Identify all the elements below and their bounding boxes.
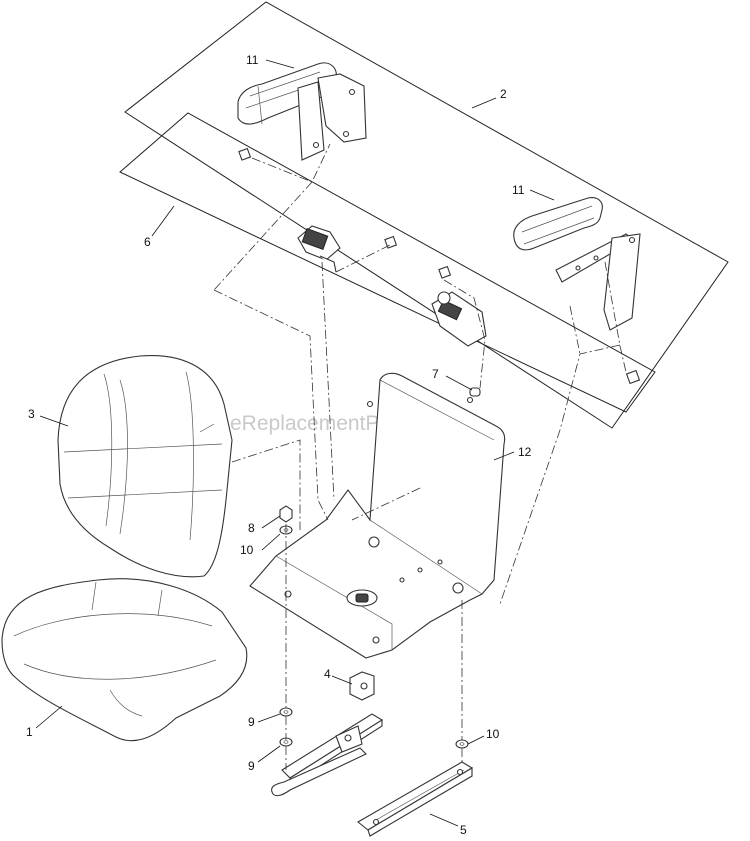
leader-line <box>265 59 295 69</box>
leader-line <box>257 713 281 723</box>
armrest-kit-plane <box>124 1 729 429</box>
nut-8 <box>279 505 293 523</box>
leader-line <box>261 515 281 529</box>
bolt-7 <box>469 387 481 397</box>
callout-1: 1 <box>26 725 33 739</box>
right-seat-belt <box>431 291 487 347</box>
leader-line <box>151 205 175 237</box>
washer-9-upper <box>279 707 293 717</box>
leader-line <box>35 705 63 729</box>
leader-line <box>331 675 353 685</box>
washer-10-lower <box>455 739 469 749</box>
leader-line <box>493 451 515 461</box>
left-belt-bolt <box>384 235 398 249</box>
callout-9-upper: 9 <box>248 715 255 729</box>
callout-9-lower: 9 <box>248 759 255 773</box>
leader-line <box>429 813 459 827</box>
right-armrest-nut <box>625 369 641 385</box>
bracket <box>349 671 375 701</box>
leader-line <box>445 375 473 391</box>
leader-line <box>471 97 497 109</box>
callout-10-upper: 10 <box>240 543 254 557</box>
callout-2: 2 <box>500 87 507 101</box>
seat-slide-left <box>271 713 384 797</box>
callout-12: 12 <box>518 445 532 459</box>
assembly-line <box>443 279 486 389</box>
assembly-line <box>213 143 331 521</box>
callout-10-lower: 10 <box>486 727 500 741</box>
right-belt-bolt <box>438 265 452 279</box>
left-armrest-nut <box>238 147 252 161</box>
callout-3: 3 <box>28 407 35 421</box>
assembly-line <box>499 261 627 605</box>
right-armrest <box>513 197 641 331</box>
leader-line <box>257 745 281 763</box>
callout-8: 8 <box>248 521 255 535</box>
callout-11-right: 11 <box>512 183 525 197</box>
seat-bottom-cushion <box>1 578 248 742</box>
leader-line <box>467 735 485 745</box>
seat-pan <box>249 372 506 659</box>
leader-line <box>529 189 555 201</box>
assembly-line <box>321 243 393 501</box>
callout-7: 7 <box>432 367 439 381</box>
assembly-line <box>231 439 421 530</box>
leader-line <box>39 415 69 427</box>
callout-4: 4 <box>324 667 331 681</box>
callout-6: 6 <box>144 235 151 249</box>
callout-11-left: 11 <box>246 53 259 67</box>
leader-line <box>261 533 281 551</box>
left-armrest <box>237 62 367 161</box>
seat-slide-rail <box>357 761 474 837</box>
left-seat-belt <box>297 225 341 273</box>
callout-5: 5 <box>460 823 467 837</box>
seat-back-cushion <box>57 354 233 578</box>
